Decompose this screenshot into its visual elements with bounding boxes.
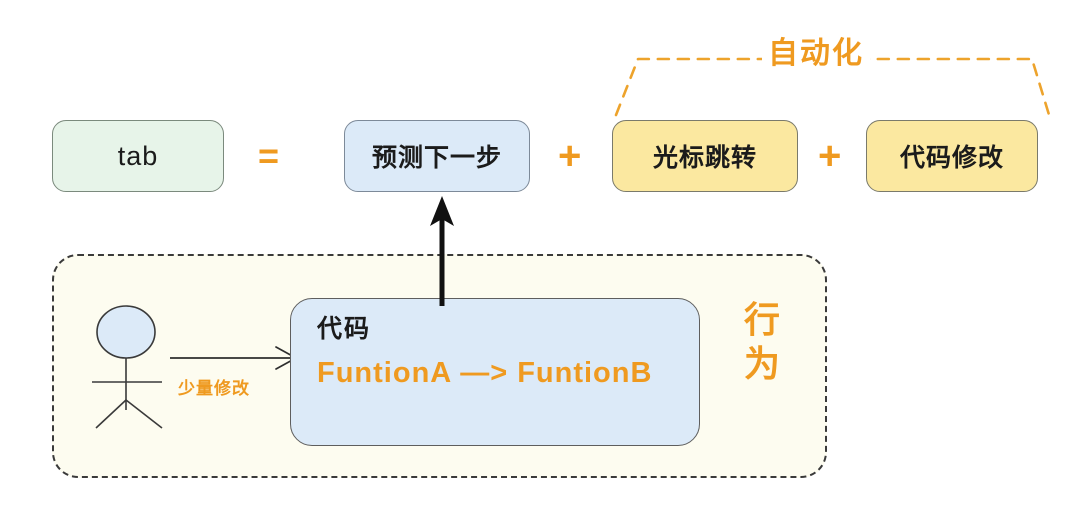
- box-tab[interactable]: tab: [52, 120, 224, 192]
- automation-label: 自动化: [762, 28, 870, 72]
- behavior-label-line-1: 行: [743, 299, 780, 340]
- box-predict-next-step[interactable]: 预测下一步: [344, 120, 530, 192]
- small-edit-label: 少量修改: [178, 379, 250, 398]
- user-stick-figure-icon: [92, 305, 163, 429]
- code-box-title: 代码: [317, 315, 372, 343]
- plus-operator-1: +: [558, 134, 582, 178]
- code-to-prediction-arrow-icon: [430, 196, 454, 306]
- behavior-label-line-2: 为: [743, 342, 780, 384]
- plus-operator-2: +: [818, 134, 842, 178]
- box-code[interactable]: 代码 FuntionA —> FuntionB: [290, 298, 700, 446]
- box-cursor-jump[interactable]: 光标跳转: [612, 120, 798, 192]
- box-code-edit[interactable]: 代码修改: [866, 120, 1038, 192]
- small-edit-arrow-icon: [170, 346, 297, 370]
- equals-operator: =: [258, 135, 280, 176]
- behavior-label: 行 为: [738, 298, 786, 386]
- code-box-body: FuntionA —> FuntionB: [317, 357, 653, 389]
